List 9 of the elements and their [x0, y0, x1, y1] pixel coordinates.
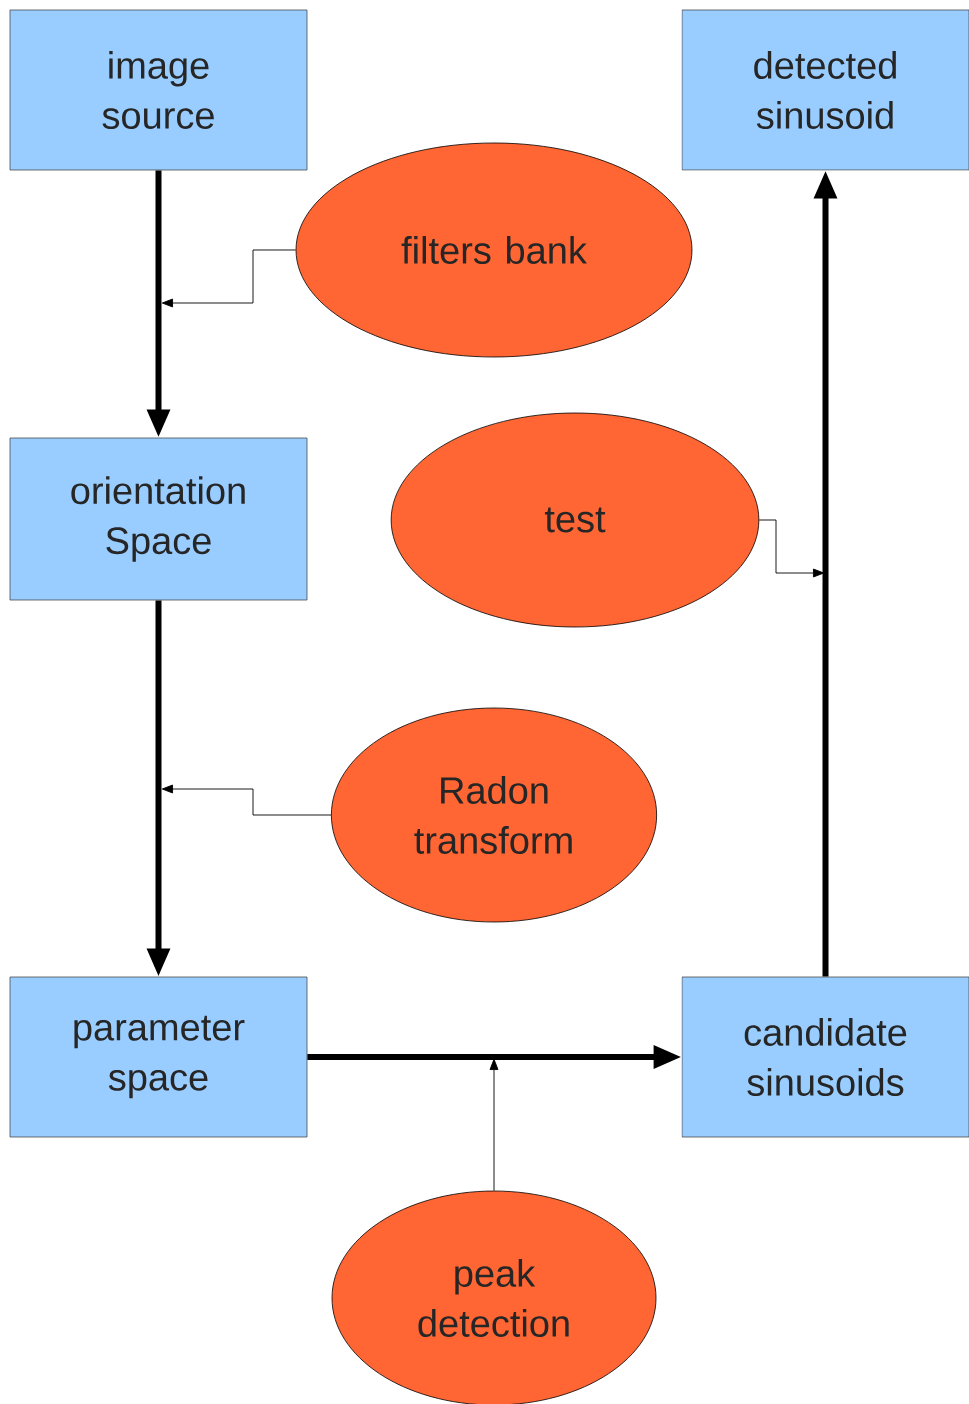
process-box: parameter space — [9, 976, 308, 1138]
process-box: image source — [9, 9, 308, 171]
arrow — [161, 249, 297, 308]
arrow — [758, 519, 825, 578]
arrow — [489, 1058, 499, 1192]
process-box: detected sinusoid — [681, 9, 969, 171]
process-box: candidate sinusoids — [681, 976, 969, 1138]
process-box: orientation Space — [9, 437, 308, 601]
arrow — [161, 784, 332, 816]
